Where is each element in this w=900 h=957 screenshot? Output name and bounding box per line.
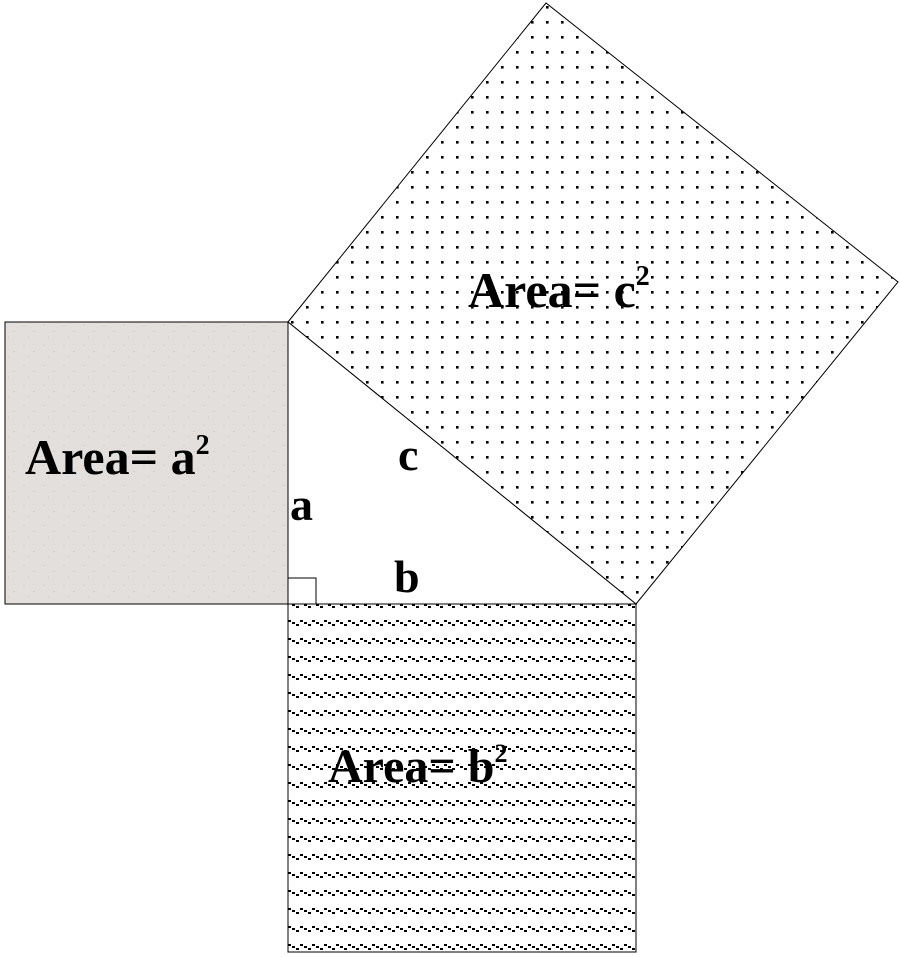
area-a-label: Area= a2 xyxy=(25,429,210,485)
side-b-label: b xyxy=(394,551,420,602)
right-triangle xyxy=(287,320,638,605)
area-b-exponent: 2 xyxy=(494,739,507,768)
square-b xyxy=(287,603,637,953)
area-c-exponent: 2 xyxy=(636,261,650,292)
area-c-label: Area= c2 xyxy=(468,261,650,318)
square-a xyxy=(4,321,289,605)
side-c-label: c xyxy=(398,429,418,480)
side-a-label: a xyxy=(290,479,313,530)
area-a-exponent: 2 xyxy=(196,430,210,461)
area-b-label: Area= b2 xyxy=(328,739,507,793)
right-angle-marker xyxy=(287,577,317,605)
